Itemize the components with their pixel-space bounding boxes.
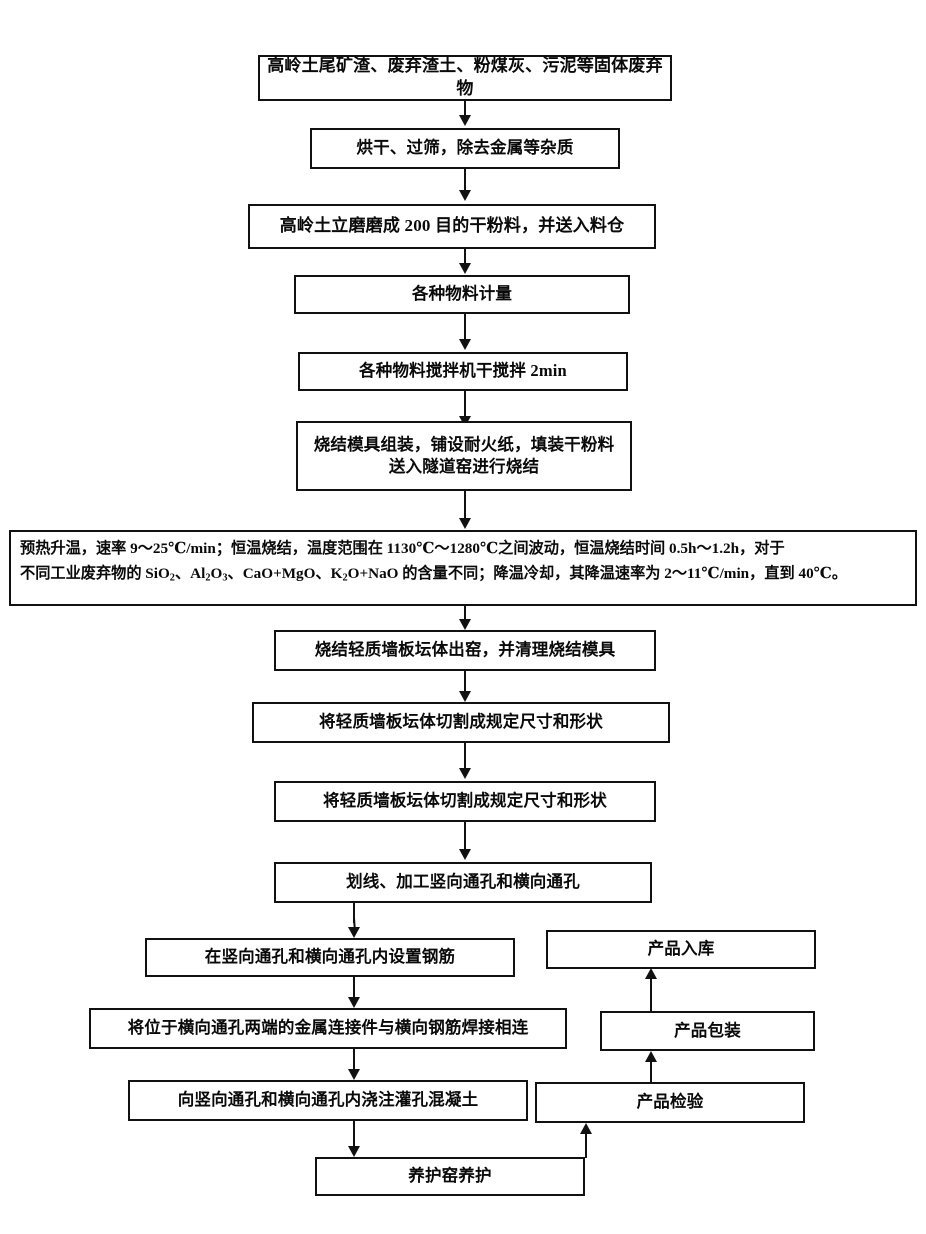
flow-node-label: 在竖向通孔和横向通孔内设置钢筋: [204, 947, 456, 967]
connector-n13-n14: [353, 1049, 355, 1070]
arrowhead-n3-n4: [459, 263, 471, 274]
flow-node-label: 烘干、过筛，除去金属等杂质: [356, 138, 574, 158]
flow-node-product-packaging: 产品包装: [600, 1011, 815, 1051]
connector-n5-n6: [464, 391, 466, 417]
flow-node-label: 烧结轻质墙板坛体出窑，并清理烧结模具: [314, 640, 616, 660]
connector-n14-n15: [353, 1121, 355, 1147]
flow-node-raw-materials: 高岭土尾矿渣、废弃渣土、粉煤灰、污泥等固体废弃物: [258, 55, 672, 101]
flow-node-label: 产品包装: [674, 1020, 741, 1040]
oxide-text-mid-4: O+NaO 的含量不同；降温冷却，其降温速率为 2～11℃/min，直到 40℃…: [347, 564, 848, 582]
sio2-subscript: 2: [169, 572, 175, 584]
connector-n12-n13: [353, 977, 355, 999]
sintering-profile-line-2: 不同工业废弃物的 SiO2、Al2O3、CaO+MgO、K2O+NaO 的含量不…: [20, 562, 906, 587]
flow-node-drying-screening: 烘干、过筛，除去金属等杂质: [310, 128, 620, 169]
connector-n6-para: [464, 491, 466, 519]
flow-node-cut-to-size-1: 将轻质墙板坛体切割成规定尺寸和形状: [252, 702, 670, 743]
flow-node-label: 各种物料搅拌机干搅拌 2min: [359, 361, 567, 381]
flow-node-cut-to-size-2: 将轻质墙板坛体切割成规定尺寸和形状: [274, 781, 656, 822]
flow-node-label: 产品检验: [636, 1092, 704, 1112]
flow-node-label: 产品入库: [647, 939, 715, 959]
arrowhead-n1-n2: [459, 115, 471, 126]
flow-node-product-warehouse: 产品入库: [546, 930, 816, 969]
connector-n4-n5: [464, 314, 466, 340]
arrowhead-n11-n12: [348, 927, 360, 938]
connector-n8-n9: [464, 671, 466, 692]
oxide-text-mid-2: O: [210, 564, 223, 582]
flow-node-unload-and-clean-mould: 烧结轻质墙板坛体出窑，并清理烧结模具: [274, 630, 656, 671]
flow-node-marking-and-drilling: 划线、加工竖向通孔和横向通孔: [274, 862, 652, 903]
flow-node-sintering-profile: 预热升温，速率 9～25℃/min；恒温烧结，温度范围在 1130℃～1280℃…: [9, 530, 917, 606]
al2o3-subscript-a: 2: [205, 572, 211, 584]
arrowhead-n10-n11: [459, 849, 471, 860]
flow-node-label: 向竖向通孔和横向通孔内浇注灌孔混凝土: [177, 1090, 479, 1110]
oxide-text-mid-1: 、Al: [174, 564, 206, 582]
flow-node-weld-connectors: 将位于横向通孔两端的金属连接件与横向钢筋焊接相连: [89, 1008, 567, 1049]
flow-node-label: 将轻质墙板坛体切割成规定尺寸和形状: [319, 712, 603, 732]
flow-node-label: 高岭土立磨磨成 200 目的干粉料，并送入料仓: [279, 216, 625, 236]
flow-node-label: 划线、加工竖向通孔和横向通孔: [346, 872, 580, 892]
connector-n17-n18: [650, 979, 652, 1012]
flow-node-label: 高岭土尾矿渣、废弃渣土、粉煤灰、污泥等固体废弃物: [267, 56, 663, 98]
arrowhead-n4-n5: [459, 339, 471, 350]
k2o-subscript: 2: [342, 572, 348, 584]
al2o3-subscript-b: 3: [222, 572, 228, 584]
oxide-text-mid-3: 、CaO+MgO、K: [227, 564, 343, 582]
connector-n16-n17: [650, 1062, 652, 1084]
arrowhead-n13-n14: [348, 1069, 360, 1080]
flow-node-vertical-milling: 高岭土立磨磨成 200 目的干粉料，并送入料仓: [248, 204, 656, 249]
flow-node-label: 将位于横向通孔两端的金属连接件与横向钢筋焊接相连: [127, 1018, 529, 1038]
flow-node-grout-concrete: 向竖向通孔和横向通孔内浇注灌孔混凝土: [128, 1080, 528, 1121]
arrowhead-n8-n9: [459, 691, 471, 702]
arrowhead-n6-para: [459, 518, 471, 529]
connector-n1-n2: [464, 101, 466, 117]
flow-node-dry-mixing: 各种物料搅拌机干搅拌 2min: [298, 352, 628, 391]
connector-n15-n16: [585, 1134, 587, 1158]
flow-node-label: 各种物料计量: [411, 284, 513, 304]
connector-para-n8: [464, 606, 466, 620]
arrowhead-n14-n15: [348, 1146, 360, 1157]
arrowhead-n16-n17: [645, 1051, 657, 1062]
arrowhead-n2-n3: [459, 190, 471, 201]
flow-node-label: 养护窑养护: [408, 1166, 492, 1186]
oxide-text-pre: 不同工业废弃物的 SiO: [20, 564, 170, 582]
flow-node-curing-kiln: 养护窑养护: [315, 1157, 585, 1196]
flow-node-label-line-2: 送入隧道窑进行烧结: [388, 457, 540, 476]
flow-node-label: 将轻质墙板坛体切割成规定尺寸和形状: [323, 791, 607, 811]
arrowhead-n12-n13: [348, 997, 360, 1008]
arrowhead-n15-n16: [580, 1123, 592, 1134]
flow-node-place-rebar: 在竖向通孔和横向通孔内设置钢筋: [145, 938, 515, 977]
connector-n3-n4: [464, 249, 466, 265]
connector-n9-n10: [464, 743, 466, 769]
connector-n10-n11: [464, 822, 466, 850]
arrowhead-n9-n10: [459, 768, 471, 779]
flow-node-product-inspection: 产品检验: [535, 1082, 805, 1123]
flow-node-mould-assembly-and-kiln-feed: 烧结模具组装，铺设耐火纸，填装干粉料 送入隧道窑进行烧结: [296, 421, 632, 491]
flow-node-material-weighing: 各种物料计量: [294, 275, 630, 314]
arrowhead-n17-n18: [645, 968, 657, 979]
flow-node-label-line-1: 烧结模具组装，铺设耐火纸，填装干粉料: [313, 434, 615, 454]
arrowhead-para-n8: [459, 619, 471, 630]
connector-n2-n3: [464, 169, 466, 191]
sintering-profile-line-1: 预热升温，速率 9～25℃/min；恒温烧结，温度范围在 1130℃～1280℃…: [20, 540, 785, 557]
connector-n11-n12-v: [353, 903, 355, 923]
